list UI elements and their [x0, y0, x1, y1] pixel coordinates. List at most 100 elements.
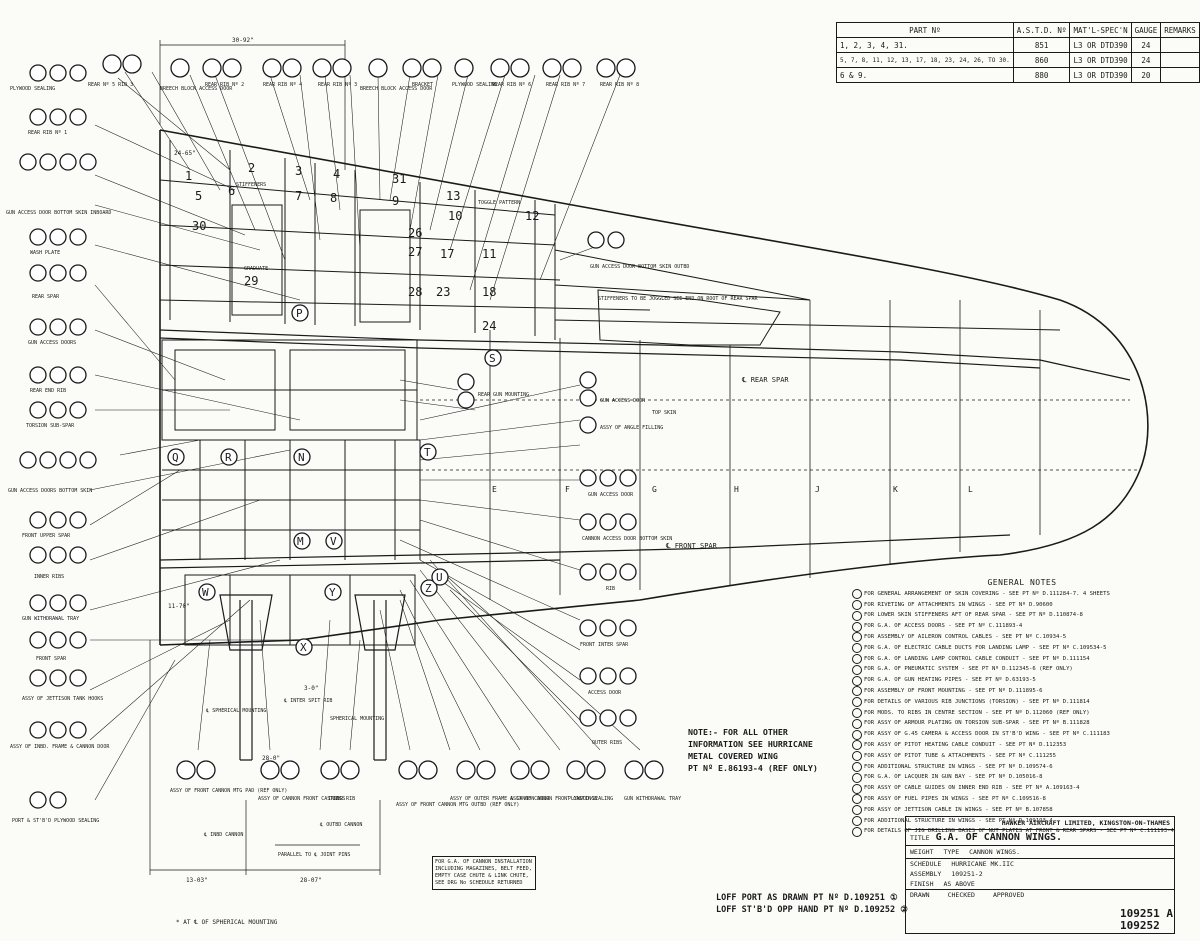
station-letter: P [296, 307, 303, 320]
note-number-icon [852, 707, 862, 718]
panel-num: 18 [482, 285, 496, 299]
note-text: FOR G.A. OF LANDING LAMP CONTROL CABLE C… [864, 655, 1090, 662]
balloon-label: ASSY OF INBD. FRAME & CANNON DOOR [10, 744, 110, 750]
balloon-label: ASSY OF CANNON FRONT CASTINGS [258, 796, 345, 802]
weight-row: WEIGHT TYPE CANNON WINGS. [906, 846, 1174, 859]
dimension-lines [149, 40, 381, 875]
balloon: REAR RIB Nº 2 [202, 58, 244, 88]
note-number-icon [852, 653, 862, 664]
station-letter: J [815, 485, 820, 494]
note-number-icon [852, 718, 862, 729]
main-note-line: INFORMATION SEE HURRICANE [688, 739, 813, 749]
drawing-number: 109251 A 109252 [1120, 908, 1173, 932]
balloon: REAR Nº 5 RIB 3 [88, 54, 142, 88]
note-number-icon [852, 675, 862, 686]
list-item: FOR ASSY OF PITOT TUBE & ATTACHMENTS - S… [852, 751, 1152, 762]
note-text: FOR RIVETING OF ATTACHMENTS IN WINGS - S… [864, 601, 1053, 608]
panel-num: 28 [408, 285, 422, 299]
loft-line-stbd: LOFF ST'B'D OPP HAND PT Nº D.109252 ② [716, 905, 908, 915]
note-number-icon [852, 761, 862, 772]
balloon: GUN WITHDRAWAL TRAY [22, 594, 87, 622]
table-cell: 20 [1130, 67, 1162, 83]
balloon: ASSY OF FRONT CANNON MTG OUTBD (REF ONLY… [396, 760, 519, 808]
balloon-label: GUN WITHDRAWAL TRAY [22, 616, 79, 622]
station-letter: M [297, 535, 304, 548]
callouts: ℄ INTER SPIT RIB ℄ SPHERICAL MOUNTING SP… [203, 182, 759, 858]
callout: GRADUATE [244, 266, 268, 272]
balloon-label: GUN ACCESS DOORS [28, 340, 76, 346]
note-text: FOR ASSY OF G.45 CAMERA & ACCESS DOOR IN… [864, 731, 1110, 738]
dimension: 28-07" [300, 877, 322, 884]
note-text: FOR ASSY OF FUEL PIPES IN WINGS - SEE PT… [864, 795, 1046, 802]
balloon: RIB [579, 563, 637, 592]
list-item: FOR ASSY OF ARMOUR PLATING ON TORSION SU… [852, 718, 1152, 729]
station-letter: R [225, 451, 232, 464]
balloon: INNER RIB [320, 760, 360, 802]
title-label: TITLE [910, 834, 930, 842]
note-number-icon [852, 589, 862, 600]
station-letter: Z [425, 582, 432, 595]
schedule-row: SCHEDULE HURRICANE MK.IIC [906, 859, 1174, 869]
table-header: PART Nº [836, 22, 1014, 38]
balloon-label: GUN ACCESS DOOR [600, 398, 646, 404]
balloon: PORT & ST'B'D PLYWOOD SEALING [12, 791, 99, 824]
balloon: FRONT UPPER SPAR [22, 511, 87, 539]
panel-num: 17 [440, 247, 454, 261]
dimension: 11-70" [168, 603, 190, 610]
balloon: REAR RIB Nº 7 [542, 58, 585, 88]
list-item: FOR G.A. OF ACCESS DOORS - SEE PT Nº C.1… [852, 621, 1152, 632]
note-text: FOR DETAILS OF JIG DRILLING BASES OF NUT… [864, 828, 1174, 835]
note-number-icon [852, 599, 862, 610]
callout: ℄ SPHERICAL MOUNTING [205, 708, 266, 714]
list-item: FOR ASSY OF PITOT HEATING CABLE CONDUIT … [852, 740, 1152, 751]
panel-num: 12 [525, 209, 539, 223]
balloon: BREECH BLOCK ACCESS DOOR [360, 58, 433, 92]
balloon: GUN WITHDRAWAL TRAY [624, 760, 681, 802]
balloon: WASH PLATE [29, 228, 87, 256]
callout: TOGGLE PATTERN [478, 200, 520, 206]
balloon: ASSY OF CANNON FRONT CASTINGS [258, 760, 345, 802]
note-text: FOR ADDITIONAL STRUCTURE IN WINGS - SEE … [864, 763, 1053, 770]
panel-num: 24 [482, 319, 496, 333]
rear-spar-label: ℄ REAR SPAR [741, 376, 789, 384]
balloon-label: OUTER RIBS [592, 740, 622, 746]
assy-label: ASSEMBLY [910, 870, 942, 878]
list-item: FOR ASSY OF G.45 CAMERA & ACCESS DOOR IN… [852, 729, 1152, 740]
balloon-label: FRONT SPAR [36, 656, 67, 662]
table-cell: 880 [1012, 67, 1071, 83]
table-header: A.S.T.D. Nº [1012, 22, 1071, 38]
balloon-label: FRONT INTER SPAR [580, 642, 629, 648]
panel-num: 31 [392, 172, 406, 186]
balloon: BREECH BLOCK ACCESS DOOR [160, 58, 233, 92]
main-note: NOTE:- FOR ALL OTHER INFORMATION SEE HUR… [688, 726, 818, 774]
loft-notes: LOFF PORT AS DRAWN PT Nº D.109251 ① LOFF… [716, 892, 908, 916]
title-row: TITLE G.A. OF CANNON WINGS. [906, 830, 1174, 846]
table-cell: 1, 2, 3, 4, 31. [836, 37, 1014, 53]
table-cell: 851 [1012, 37, 1071, 53]
balloon-label: REAR RIB Nº 8 [600, 82, 639, 88]
checked-label: CHECKED [947, 891, 975, 899]
callout: SPHERICAL MOUNTING [330, 716, 384, 722]
station-letter: F [565, 485, 570, 494]
panel-num: 4 [333, 167, 340, 181]
balloon: REAR RIB Nº 3 [312, 58, 357, 88]
balloon-label: REAR GUN MOUNTING [478, 392, 529, 398]
balloon: ASSY OF CANNON FRONT CASTINGS [510, 760, 597, 802]
general-notes: GENERAL NOTES FOR GENERAL ARRANGEMENT OF… [852, 578, 1174, 837]
station-letter: X [300, 641, 307, 654]
balloon: TORSION SUB-SPAR [26, 401, 87, 429]
table-cell: L3 OR DTD390 [1069, 67, 1132, 83]
balloon: ASSY OF OUTER FRAME & CANNON DOOR [450, 760, 550, 802]
panel-num: 11 [482, 247, 496, 261]
note-text: FOR MODS. TO RIBS IN CENTRE SECTION - SE… [864, 709, 1090, 716]
station-letter: U [436, 571, 443, 584]
note-number-icon [852, 794, 862, 805]
loft-line-port: LOFF PORT AS DRAWN PT Nº D.109251 ① [716, 893, 898, 903]
panel-num: 13 [446, 189, 460, 203]
callout: ℄ INTER SPIT RIB [283, 698, 332, 704]
panel-num: 1 [185, 169, 192, 183]
balloon-label: GUN ACCESS DOORS BOTTOM SKIN [8, 488, 92, 494]
balloon-label: REAR RIB Nº 4 [263, 82, 302, 88]
weight-label: WEIGHT [910, 848, 934, 856]
